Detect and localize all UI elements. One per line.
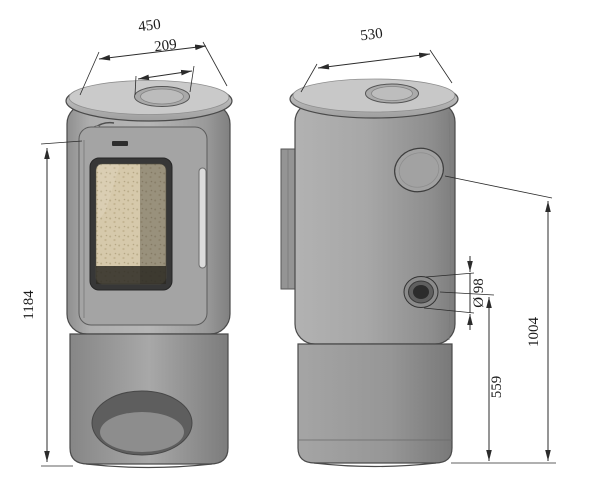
dim-front-top-width: 450	[79, 17, 228, 96]
dim-209-ext-right	[189, 65, 195, 93]
dim-98-label: Ø 98	[471, 278, 487, 308]
dim-1184-label: 1184	[21, 290, 37, 320]
front-window-shade	[140, 164, 166, 284]
dim-530-ext-left	[300, 63, 318, 93]
front-air-vent-slot	[112, 141, 128, 146]
dim-450-label: 450	[137, 17, 161, 36]
dim-hotplate-diameter: 209	[134, 37, 195, 96]
rear-base	[297, 343, 453, 464]
front-hotplate-inner	[140, 88, 184, 105]
front-storage-floor	[100, 412, 184, 452]
rear-flue-knockout-inner	[398, 152, 440, 188]
dimension-annotations: 450 209 530 1184	[21, 17, 556, 467]
dim-98-ext-top	[425, 272, 475, 278]
dim-side-outlet-height: 559	[439, 291, 505, 461]
dim-530-line	[317, 52, 431, 70]
rear-hotplate-inner	[371, 86, 413, 101]
dim-209-line	[137, 69, 193, 81]
dim-flue-diameter: Ø 98	[423, 256, 487, 330]
dim-overall-height: 1184	[21, 140, 83, 467]
dim-559-ext-top	[439, 291, 495, 296]
rear-flue-spigot	[403, 276, 439, 308]
dim-rear-outlet-height: 1004	[444, 175, 556, 464]
dim-450-line	[98, 44, 207, 61]
dim-98-ext-bottom	[423, 307, 475, 314]
dim-530-label: 530	[359, 26, 383, 45]
front-window-ash-band	[96, 266, 166, 284]
rear-base-bottom-edge	[313, 462, 437, 468]
dim-1004-label: 1004	[526, 317, 542, 348]
front-base-bottom-edge	[85, 463, 213, 469]
dim-559-label: 559	[489, 376, 505, 399]
rear-heat-shield	[280, 148, 297, 290]
front-window-reflection	[98, 164, 120, 222]
dim-209-ext-left	[134, 75, 137, 96]
front-view	[65, 80, 233, 469]
dim-450-ext-right	[202, 41, 228, 87]
dim-rear-top-width: 530	[300, 26, 453, 93]
spigot-bore	[413, 285, 429, 299]
dim-209-label: 209	[153, 37, 177, 56]
dim-1004-ext-top	[444, 175, 553, 199]
rear-flue-knockout	[394, 147, 444, 193]
dim-1184-ext-top	[40, 140, 83, 145]
rear-body	[294, 101, 456, 345]
dim-450-ext-left	[79, 51, 100, 96]
rear-view	[280, 78, 459, 468]
dim-530-ext-right	[429, 49, 453, 84]
front-door-handle	[198, 167, 207, 269]
